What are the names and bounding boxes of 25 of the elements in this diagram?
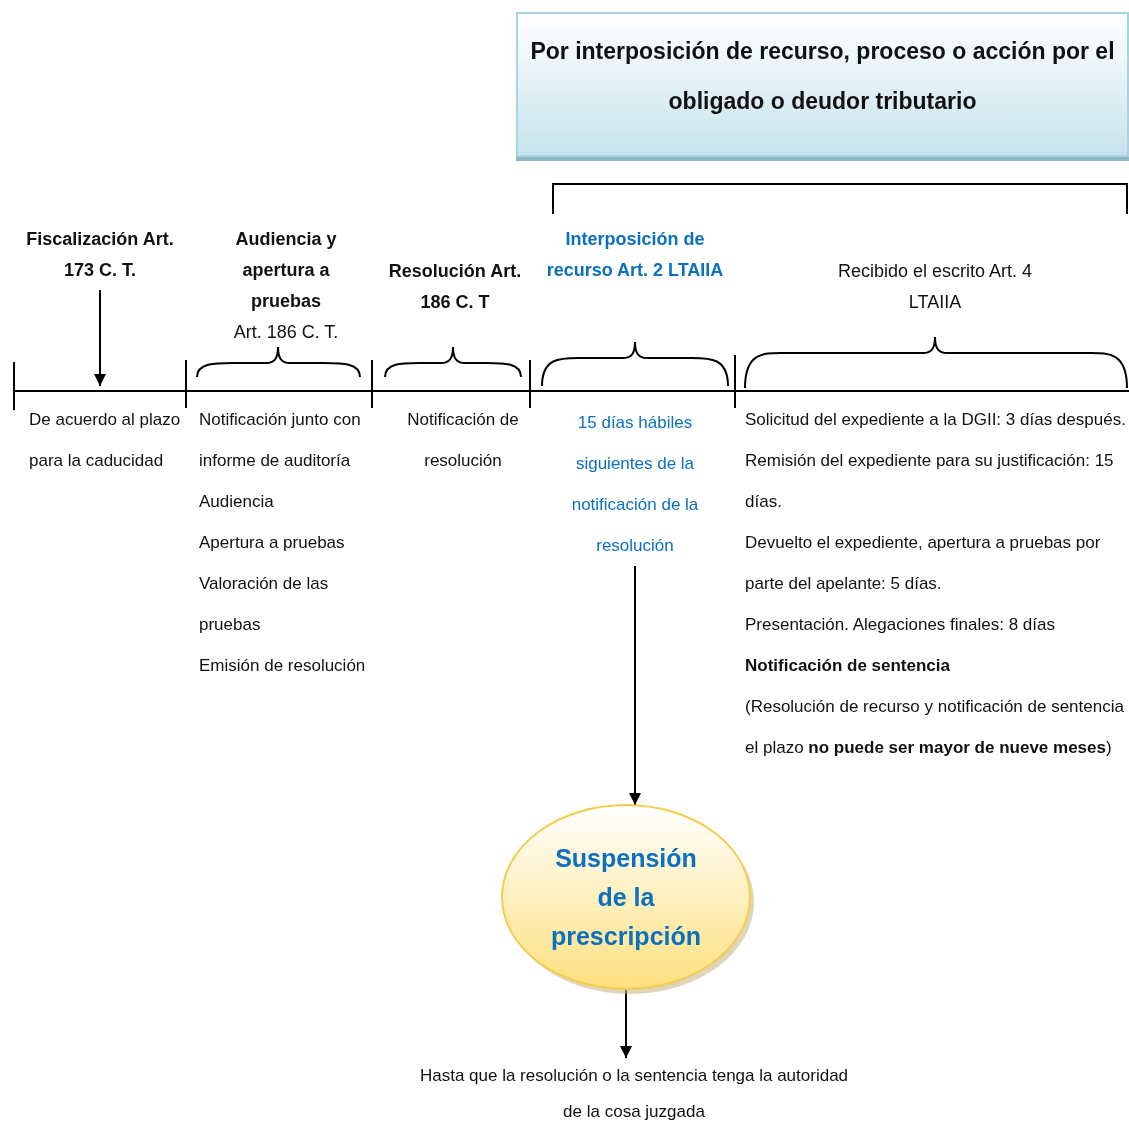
step-heading: Interposición de recurso Art. 2 LTAIIA (545, 228, 725, 282)
note-text: 15 días hábiles siguientes de la notificación de la resolución (550, 402, 720, 566)
note-text: Valoración de las pruebas (199, 573, 330, 636)
heading-text: Por interposición de recurso, proceso o acción por el obligado o deudor tributario (529, 37, 1116, 116)
arrow (620, 989, 632, 1059)
note-text: Apertura a pruebas (199, 532, 346, 554)
note-text: Notificación de sentencia (745, 655, 951, 677)
note-text: Audiencia (199, 491, 275, 513)
note-text: (Resolución de recurso y notificación de sentencia el plazo no puede ser mayor de nueve meses) (745, 696, 1125, 759)
step-heading: Audiencia y apertura a pruebas (234, 228, 338, 313)
note-text: Remisión del expediente para su justificación: 15 días. (745, 450, 1115, 513)
step-heading: Recibido el escrito Art. 4 LTAIIA (836, 260, 1034, 314)
note-text: Notificación junto con informe de auditoría (199, 409, 362, 472)
note-text: Devuelto el expediente, apertura a pruebas por parte del apelante: 5 días. (745, 532, 1102, 595)
step-heading: Fiscalización Art. 173 C. T. (25, 224, 175, 286)
note-text: De acuerdo al plazo para la caducidad (29, 409, 181, 472)
note-text: Emisión de resolución (199, 655, 367, 677)
step-heading: Art. 186 C. T. (232, 321, 340, 344)
note-text: Presentación. Alegaciones finales: 8 días (745, 614, 1056, 636)
note-text: Notificación de resolución (406, 409, 520, 472)
arrow (629, 565, 641, 806)
step-heading: Resolución Art. 186 C. T (387, 260, 523, 314)
note-text: Hasta que la resolución o la sentencia tenga la autoridad de la cosa juzgada (414, 1058, 854, 1130)
arrow (94, 289, 106, 387)
note-text: Solicitud del expediente a la DGII: 3 días después. (745, 409, 1127, 431)
